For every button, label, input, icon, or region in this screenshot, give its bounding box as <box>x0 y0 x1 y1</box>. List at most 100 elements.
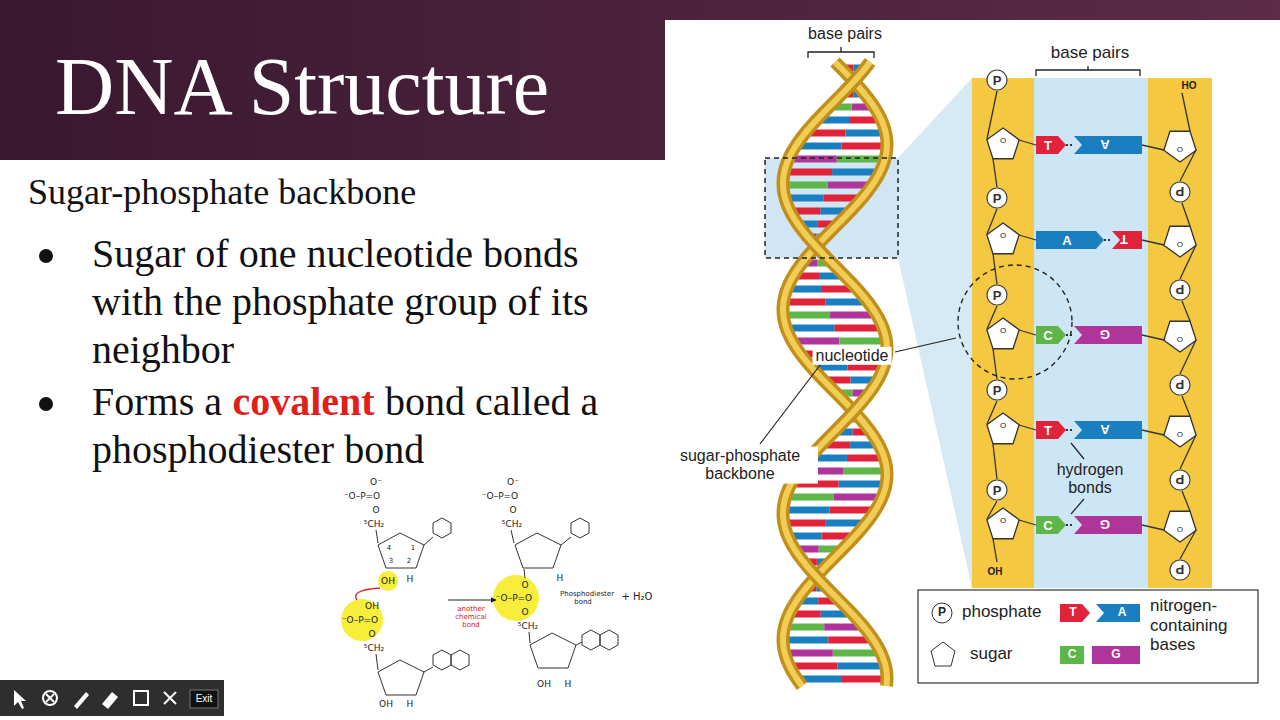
end-label: OH <box>988 566 1003 578</box>
legend-sample <box>1060 646 1084 664</box>
chemistry-sketch <box>448 600 496 601</box>
base-letter: A <box>1062 233 1071 248</box>
node-text-box: P <box>986 69 1008 91</box>
figure-panel <box>665 20 1280 720</box>
phosphate-circle: P <box>986 284 1008 306</box>
base-letter: A <box>1100 423 1109 438</box>
node-text-box: G <box>1074 516 1142 534</box>
phosphate-outline <box>1170 182 1190 202</box>
zoom-wedge <box>898 78 972 588</box>
helix-strand <box>783 62 887 686</box>
chemistry-sketch <box>451 650 469 670</box>
zoom-box <box>765 158 898 258</box>
part-label: nucleotide <box>813 347 892 365</box>
chemistry-sketch <box>561 537 571 545</box>
sugar-pentagon <box>987 128 1019 159</box>
backbone-bonds <box>1019 520 1036 525</box>
backbone-bonds <box>1180 245 1196 279</box>
chem-label: ⁵CH₂ <box>502 519 522 529</box>
base-letter: T <box>1044 138 1052 153</box>
base-letter: G <box>1100 518 1110 533</box>
legend-box <box>918 590 1258 683</box>
base-shape: A <box>1074 136 1142 154</box>
phosphate-outline <box>1170 280 1190 300</box>
legend-text: sugar <box>970 644 1013 664</box>
toolbar <box>43 691 57 705</box>
chem-label: O <box>521 580 528 590</box>
legend-text: phosphate <box>962 602 1041 622</box>
backbone-bonds <box>1142 240 1164 245</box>
phosphate-letter: P <box>993 191 1002 206</box>
chem-label: OH <box>379 699 393 709</box>
base-letter: T <box>1120 233 1128 248</box>
phosphate-circle: P <box>1169 181 1191 203</box>
legend-sample <box>1096 604 1140 622</box>
section-heading: Sugar-phosphate backbone <box>28 172 416 213</box>
base-outline <box>1074 326 1142 344</box>
base-shape: A <box>1036 231 1104 249</box>
base-outline <box>1036 516 1066 534</box>
chem-note: another chemical bond <box>448 605 494 629</box>
backbone-bonds <box>1182 301 1190 321</box>
chem-label: O⁻ <box>507 477 519 487</box>
sugar-pentagon <box>1164 321 1196 352</box>
legend-sample <box>1060 604 1090 622</box>
ring-oxygen: O <box>1000 516 1006 525</box>
phosphate-outline <box>987 380 1007 400</box>
leader-line <box>1071 499 1084 514</box>
backbone-bonds <box>987 501 997 519</box>
bracket <box>1036 66 1140 76</box>
phosphate-outline <box>1170 375 1190 395</box>
hydrogen-bond-line <box>1066 144 1074 146</box>
bullet-dot <box>39 397 53 411</box>
legend-sample <box>931 603 1140 666</box>
ring-oxygen: O <box>1177 429 1183 438</box>
bullet-text: Sugar of one nucleotide bonds with the p… <box>92 230 657 374</box>
part-label: sugar-phosphate backbone <box>662 447 818 484</box>
chem-label: ⁻O–P=O <box>342 615 378 625</box>
legend-sample <box>1084 652 1092 653</box>
chem-label: O <box>521 607 528 617</box>
backbone-bonds <box>1142 335 1164 340</box>
chemistry-sketch <box>341 599 383 641</box>
chemistry-sketch <box>529 632 530 643</box>
chem-label: ⁻O–P=O <box>496 593 532 603</box>
backbone-bonds <box>987 306 997 329</box>
base-pair-bar <box>783 637 828 644</box>
chem-label: O <box>368 629 375 639</box>
chem-label: ⁻O–P=O <box>482 491 518 501</box>
ladder-panel <box>972 78 1212 588</box>
phosphate-letter: P <box>1176 185 1185 200</box>
chemistry-sketch <box>524 569 525 578</box>
part-label: base pairs <box>1051 43 1129 63</box>
base-outline <box>1036 231 1104 249</box>
backbone-bonds <box>1180 340 1196 374</box>
sugar-pentagon <box>1164 131 1196 162</box>
phosphate-outline <box>1170 560 1190 580</box>
toolbar <box>46 694 54 702</box>
chemistry-sketch <box>576 642 582 645</box>
sugar-pentagon <box>987 413 1019 444</box>
phosphate-letter: P <box>1176 378 1185 393</box>
backbone-bonds <box>1019 330 1036 335</box>
ladder-panel <box>972 78 1034 588</box>
bullet-dot <box>39 249 53 263</box>
chemistry-sketch <box>433 650 451 670</box>
phosphate-letter: P <box>993 73 1002 88</box>
zoom-wedge <box>898 78 972 588</box>
legend-box <box>918 590 1258 683</box>
chemistry-sketch <box>530 633 576 668</box>
base-outline <box>1036 326 1066 344</box>
chemistry-sketch <box>493 575 539 621</box>
hydrogen-bond-line <box>1104 239 1112 241</box>
node-text-box: P <box>1169 279 1191 301</box>
backbone-bonds <box>1182 396 1190 416</box>
backbone-bonds <box>987 91 1196 562</box>
part-label: base pairs <box>808 25 882 43</box>
chemistry-sketch <box>582 630 600 650</box>
node-text-box: P <box>986 479 1008 501</box>
nucleotide-outline <box>958 265 1072 379</box>
hydrogen-bond-line <box>1066 524 1074 526</box>
chem-label: OH <box>365 601 379 611</box>
